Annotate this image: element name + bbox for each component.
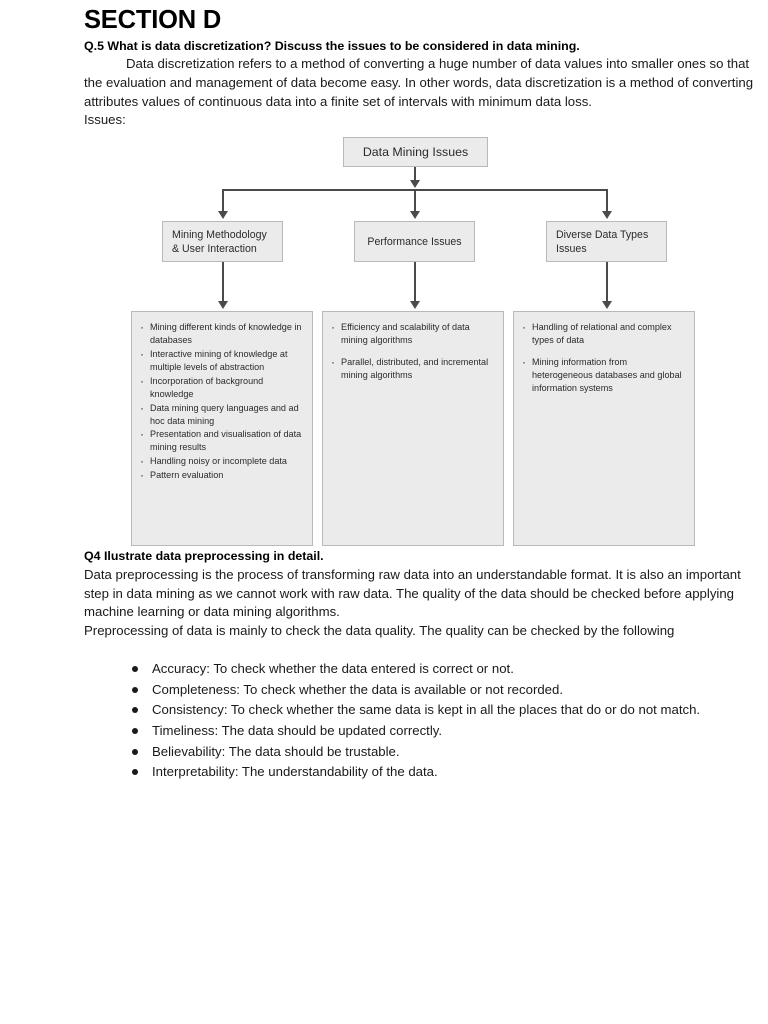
page-title: SECTION D (84, 6, 222, 34)
diagram-branch-label-diverse-data-types: Diverse Data Types Issues (556, 228, 648, 256)
diagram-root-box: Data Mining Issues (343, 137, 488, 168)
diagram-detail-box-mining-methodology: Mining different kinds of knowledge in d… (131, 311, 313, 547)
branch3-title-line1: Diverse Data Types (556, 228, 649, 241)
connector-stem-middle (414, 262, 416, 304)
list-item: Timeliness: The data should be updated c… (130, 721, 760, 741)
q4-paragraph-1: Data preprocessing is the process of tra… (84, 566, 741, 620)
list-item: Interpretability: The understandability … (130, 762, 760, 782)
arrow-drop-right (602, 211, 612, 220)
diagram-branch-label-mining-methodology: Mining Methodology & User Interaction (172, 228, 267, 256)
list-item: Completeness: To check whether the data … (130, 680, 760, 700)
q4-heading: Q4 Ilustrate data preprocessing in detai… (84, 549, 324, 564)
q4-paragraph-2: Preprocessing of data is mainly to check… (84, 623, 675, 639)
arrow-stem-right (602, 301, 612, 310)
list-item: Incorporation of background knowledge (138, 374, 304, 401)
q5-issues-label: Issues: (84, 112, 126, 128)
connector-drop-left (222, 189, 224, 214)
detail-list-performance-issues: Efficiency and scalability of data minin… (329, 320, 495, 382)
arrow-stem-middle (410, 301, 420, 310)
list-item: Accuracy: To check whether the data ente… (130, 659, 760, 679)
diagram-branch-box-mining-methodology: Mining Methodology & User Interaction (162, 221, 283, 263)
list-item: Mining information from heterogeneous da… (520, 355, 686, 395)
arrow-drop-middle (410, 211, 420, 220)
diagram-root-label: Data Mining Issues (362, 145, 469, 160)
data-mining-issues-diagram: Data Mining Issues Mining Methodology & … (84, 134, 760, 549)
q5-body-paragraph: Data discretization refers to a method o… (84, 56, 754, 109)
data-quality-bullet-list: Accuracy: To check whether the data ente… (84, 659, 760, 782)
diagram-detail-box-performance-issues: Efficiency and scalability of data minin… (322, 311, 504, 547)
detail-list-diverse-data-types: Handling of relational and complex types… (520, 320, 686, 395)
list-item: Presentation and visualisation of data m… (138, 427, 304, 454)
list-item: Handling noisy or incomplete data (138, 454, 304, 468)
diagram-branch-label-performance-issues: Performance Issues (367, 235, 462, 248)
connector-stem-right (606, 262, 608, 304)
list-item: Believability: The data should be trusta… (130, 742, 760, 762)
detail-list-mining-methodology: Mining different kinds of knowledge in d… (138, 320, 304, 482)
connector-drop-middle (414, 189, 416, 214)
list-item: Data mining query languages and ad hoc d… (138, 401, 304, 428)
connector-root-stem (414, 167, 416, 183)
connector-stem-left (222, 262, 224, 304)
list-item: Mining different kinds of knowledge in d… (138, 320, 304, 347)
connector-drop-right (606, 189, 608, 214)
diagram-branch-box-performance-issues: Performance Issues (354, 221, 475, 263)
branch-title-line1: Mining Methodology (172, 228, 267, 241)
branch-title-line2: & User Interaction (172, 242, 257, 255)
list-item: Interactive mining of knowledge at multi… (138, 347, 304, 374)
q5-heading: Q.5 What is data discretization? Discuss… (84, 38, 580, 53)
diagram-branch-box-diverse-data-types: Diverse Data Types Issues (546, 221, 667, 263)
list-item: Pattern evaluation (138, 468, 304, 482)
list-item: Parallel, distributed, and incremental m… (329, 355, 495, 382)
diagram-detail-box-diverse-data-types: Handling of relational and complex types… (513, 311, 695, 547)
list-item: Handling of relational and complex types… (520, 320, 686, 347)
list-item: Efficiency and scalability of data minin… (329, 320, 495, 347)
arrow-root-stem (410, 180, 420, 189)
arrow-stem-left (218, 301, 228, 310)
list-item: Consistency: To check whether the same d… (130, 700, 760, 720)
branch3-title-line2: Issues (556, 242, 587, 255)
document-content: SECTION D Q.5 What is data discretizatio… (84, 6, 760, 783)
arrow-drop-left (218, 211, 228, 220)
